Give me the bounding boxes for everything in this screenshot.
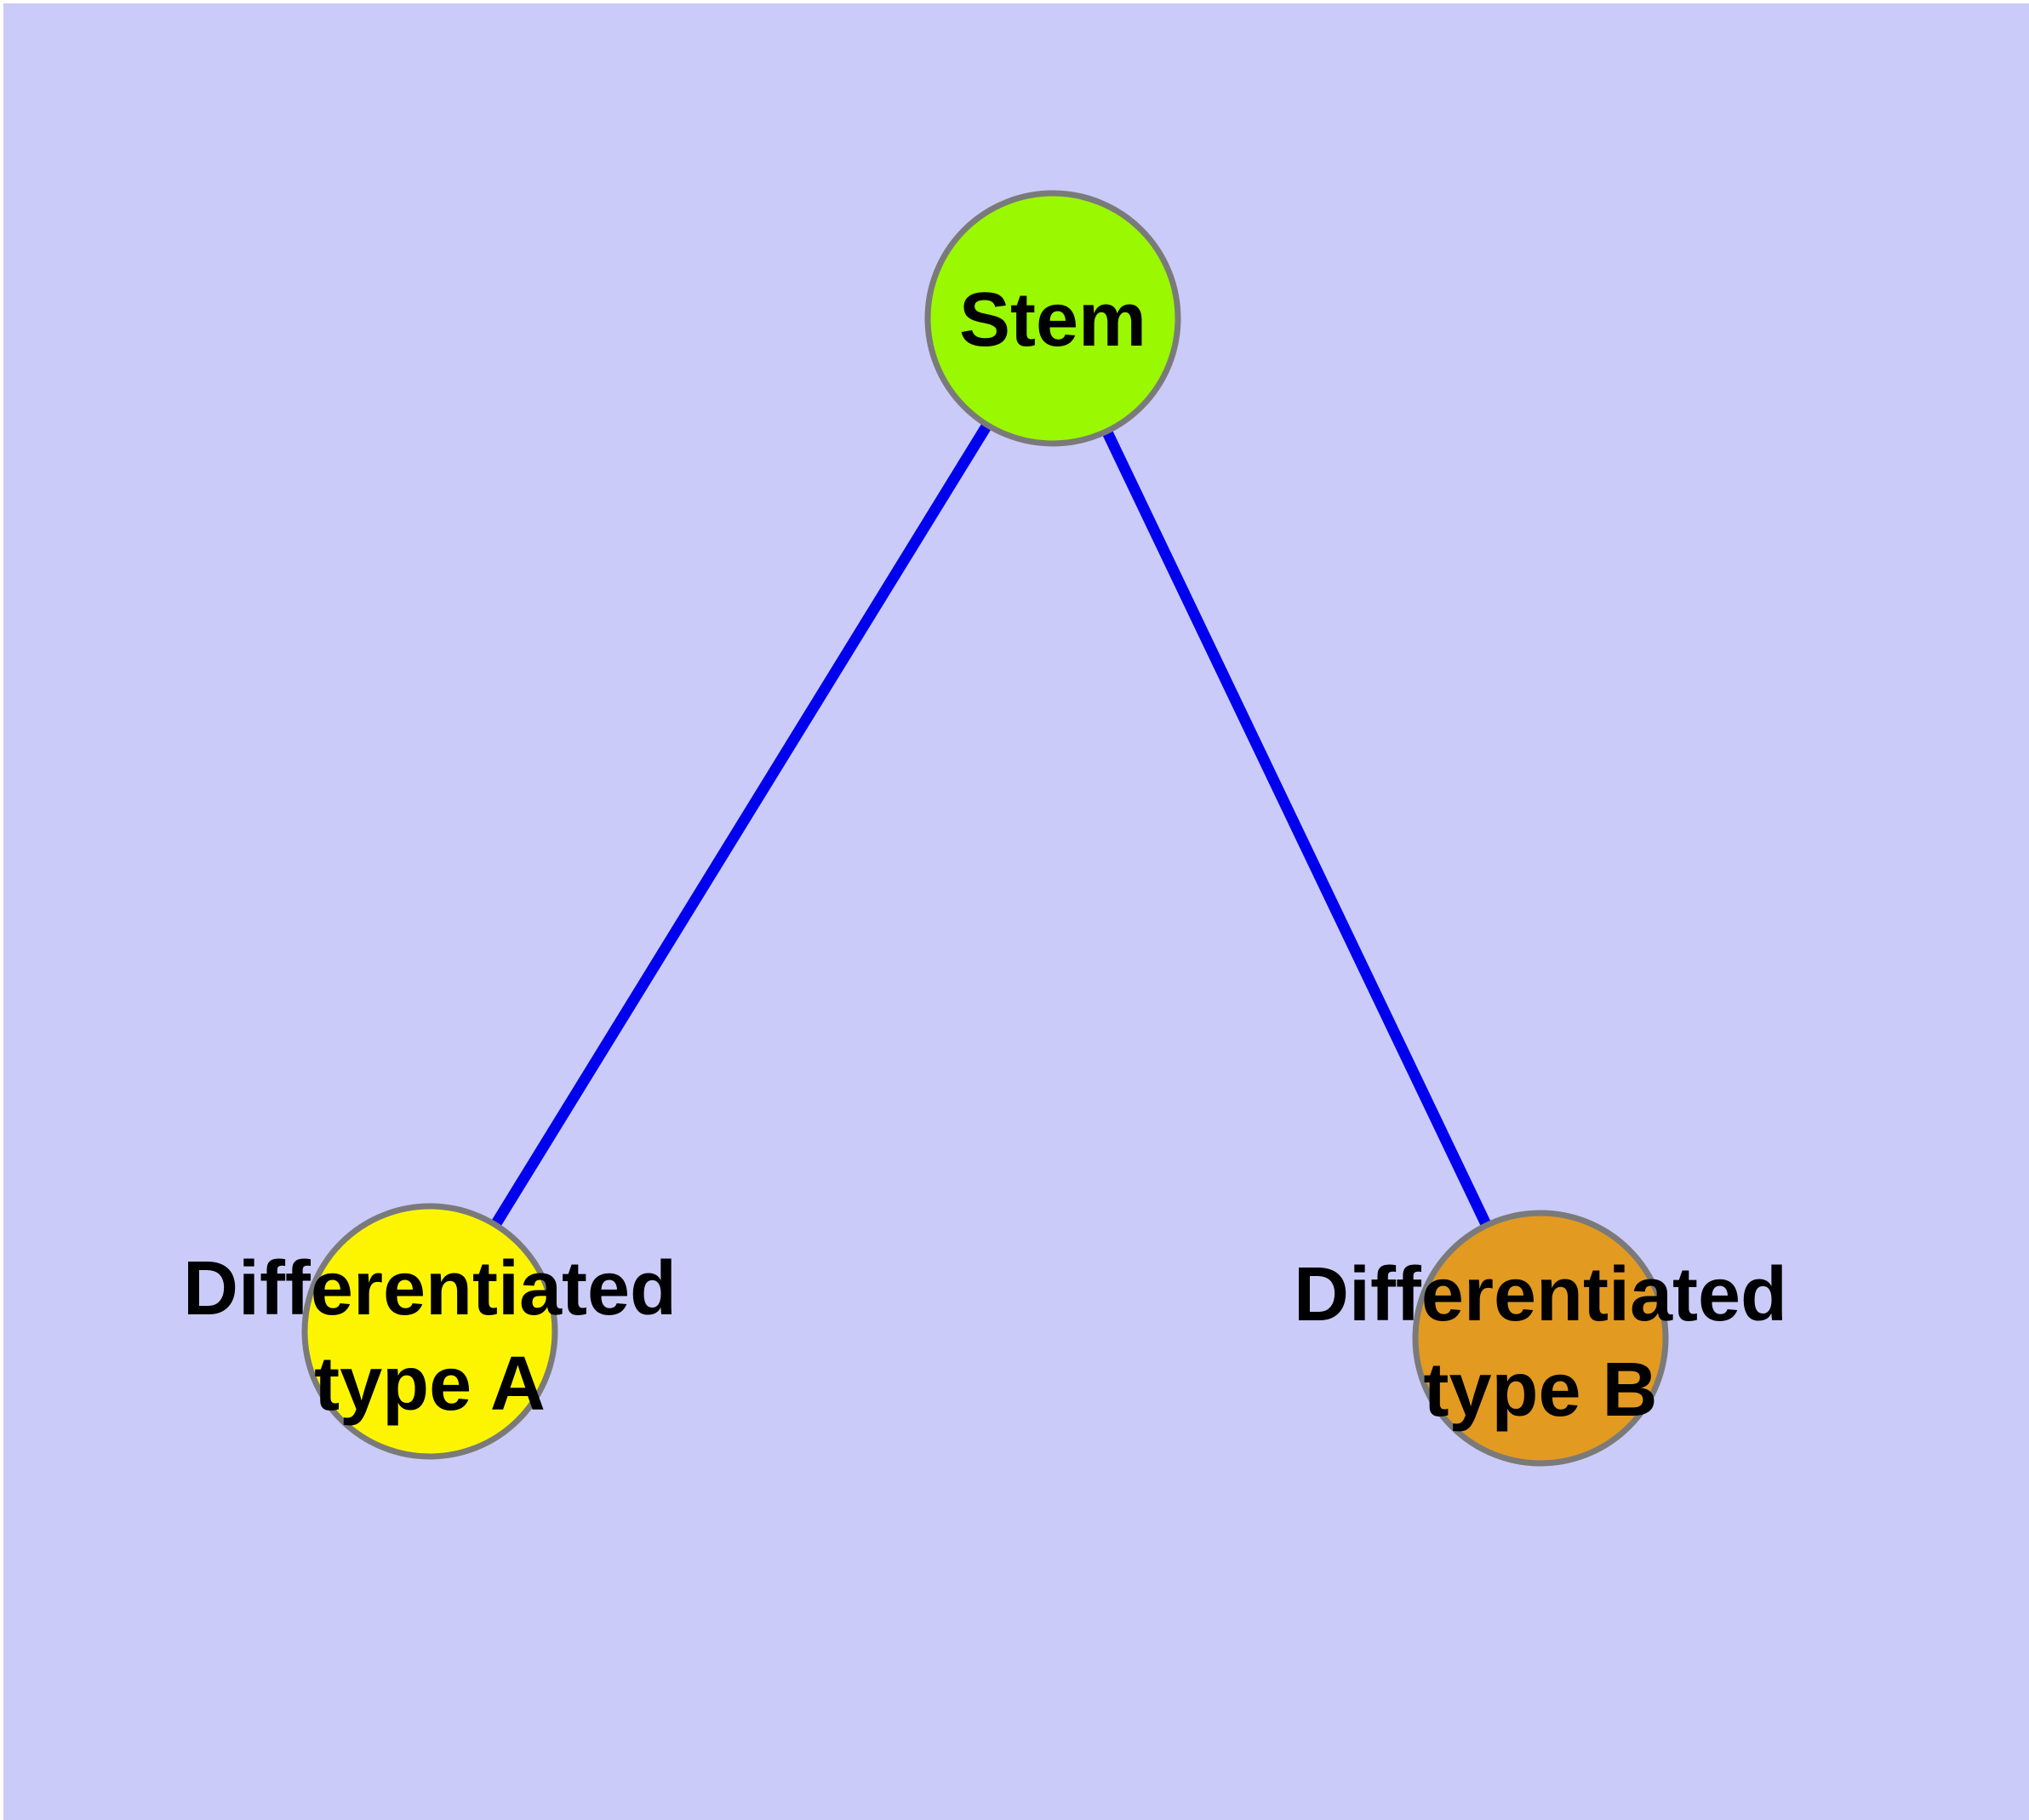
node-stem-label: Stem <box>959 278 1146 363</box>
node-type-a-label-line1: Differentiated <box>183 1246 677 1331</box>
node-type-a-circle[interactable] <box>301 1203 558 1460</box>
edge-stem-to-type-b <box>1048 316 1546 1341</box>
edge-stem-to-type-a <box>425 315 1058 1335</box>
node-type-b-circle[interactable] <box>1412 1210 1669 1467</box>
node-type-a-label-line2: type A <box>314 1342 546 1427</box>
node-type-b-label-line2: type B <box>1423 1348 1657 1433</box>
node-type-b-label-line1: Differentiated <box>1294 1252 1787 1337</box>
node-stem-circle[interactable] <box>924 190 1181 447</box>
